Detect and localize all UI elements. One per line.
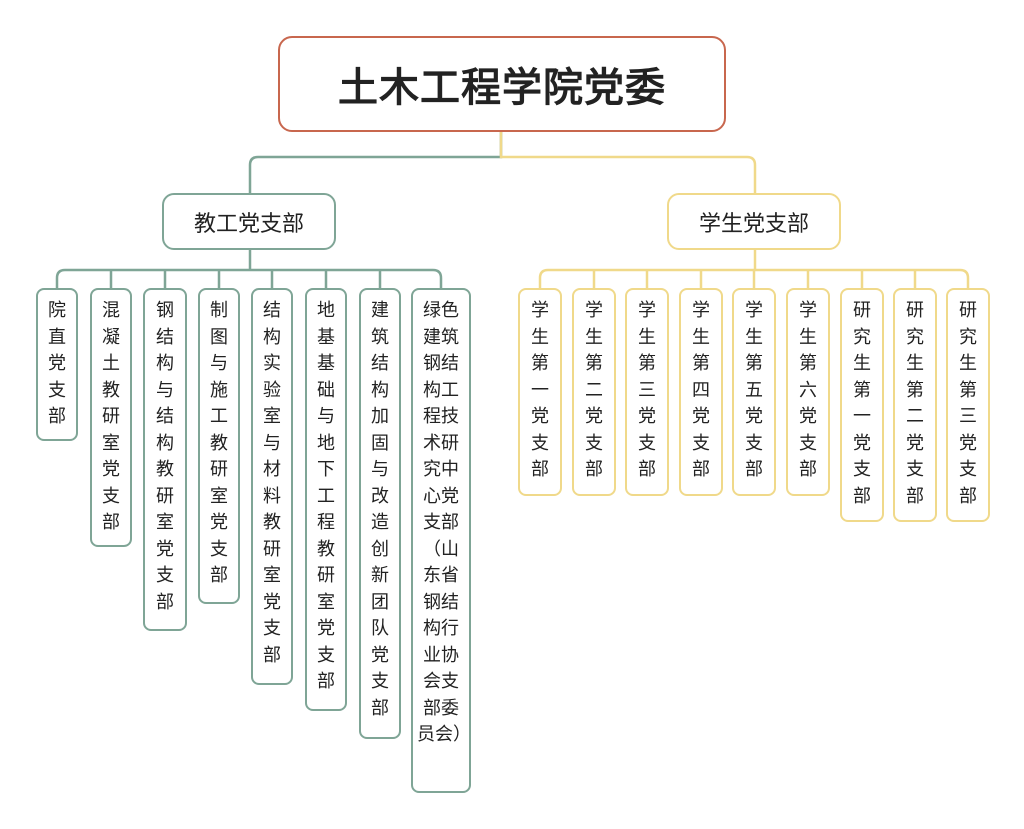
student-subbranch-node[interactable]: 研究生第一党支部 — [840, 288, 884, 522]
root-node-party-committee[interactable]: 土木工程学院党委 — [278, 36, 726, 132]
faculty-subbranch-node[interactable]: 建筑结构加固与改造创新团队党支部 — [359, 288, 401, 739]
faculty-subbranch-node[interactable]: 制图与施工教研室党支部 — [198, 288, 240, 604]
student-subbranch-node[interactable]: 学生第六党支部 — [786, 288, 830, 496]
student-subbranch-node[interactable]: 学生第四党支部 — [679, 288, 723, 496]
connector-root-faculty — [248, 132, 503, 193]
student-subbranch-node[interactable]: 学生第一党支部 — [518, 288, 562, 496]
faculty-subbranch-node[interactable]: 院直党支部 — [36, 288, 78, 441]
faculty-subbranch-node[interactable]: 混凝土教研室党支部 — [90, 288, 132, 547]
student-subbranch-node[interactable]: 学生第三党支部 — [625, 288, 669, 496]
faculty-branch-node[interactable]: 教工党支部 — [162, 193, 336, 250]
connector-root-student — [499, 132, 757, 193]
faculty-subbranch-node[interactable]: 地基基础与地下工程教研室党支部 — [305, 288, 347, 711]
faculty-subbranch-node[interactable]: 结构实验室与材料教研室党支部 — [251, 288, 293, 685]
faculty-subbranch-node[interactable]: 钢结构与结构教研室党支部 — [143, 288, 187, 631]
student-subbranch-node[interactable]: 研究生第二党支部 — [893, 288, 937, 522]
student-subbranch-node[interactable]: 学生第二党支部 — [572, 288, 616, 496]
connector-faculty-children — [55, 268, 443, 288]
faculty-subbranch-node[interactable]: 绿色建筑钢结构工程技术研究中心党支部（山东省钢结构行业协会支部委员会） — [411, 288, 471, 793]
student-subbranch-node[interactable]: 研究生第三党支部 — [946, 288, 990, 522]
connector-student-children — [538, 268, 970, 288]
student-subbranch-node[interactable]: 学生第五党支部 — [732, 288, 776, 496]
student-branch-node[interactable]: 学生党支部 — [667, 193, 841, 250]
